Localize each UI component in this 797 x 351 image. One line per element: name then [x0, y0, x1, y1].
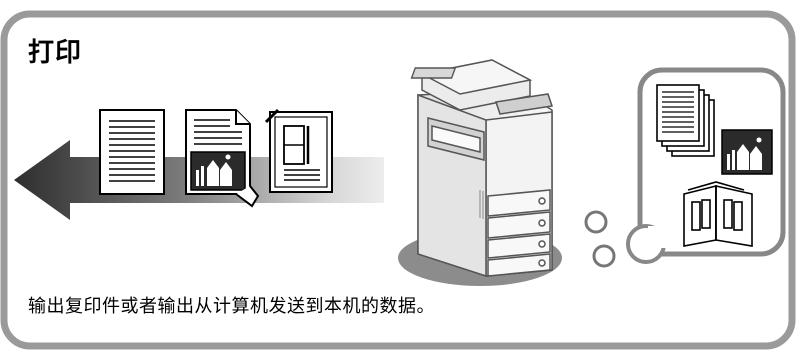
document-stack-icon	[656, 84, 715, 157]
printer-icon	[410, 59, 553, 278]
page-title: 打印	[28, 38, 83, 68]
text-document-icon	[99, 109, 165, 195]
description-text: 输出复印件或者输出从计算机发送到本机的数据。	[28, 296, 435, 317]
thought-bubble-small	[584, 210, 608, 234]
booklet-icon	[683, 181, 753, 247]
image-document-icon	[185, 109, 260, 208]
photo-icon	[721, 129, 773, 175]
thought-bubble-tiny	[592, 244, 616, 268]
layout-document-icon	[264, 108, 333, 193]
